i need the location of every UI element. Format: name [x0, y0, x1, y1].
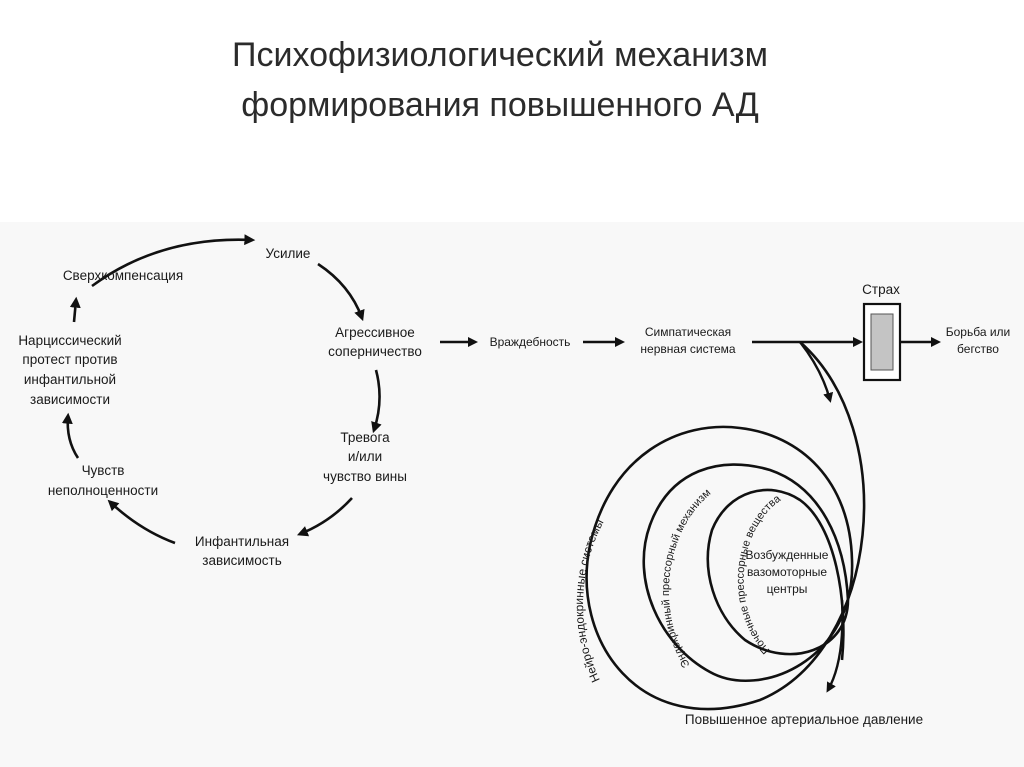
- label-anxiety-1: Тревога: [340, 430, 390, 445]
- label-anxiety-2: и/или: [348, 449, 382, 464]
- label-middle-ring: Эндокринный прессорный механизм: [660, 487, 713, 670]
- title-line-1: Психофизиологический механизм: [232, 36, 768, 74]
- spiral-middle-ring: [642, 463, 854, 682]
- label-narcissistic-3: инфантильной: [24, 372, 116, 387]
- arrow-to-result: [826, 599, 844, 693]
- arc-to-infantile: [296, 497, 353, 537]
- label-infantile-1: Инфантильная: [195, 534, 289, 549]
- label-overcompensation: Сверхкомпенсация: [63, 268, 183, 283]
- arc-to-aggressive: [317, 262, 365, 322]
- label-hostility: Враждебность: [490, 335, 571, 349]
- label-narcissistic-4: зависимости: [30, 392, 110, 407]
- arc-to-effort: [91, 234, 256, 288]
- spiral-outer-ring: [585, 341, 866, 711]
- label-narcissistic-1: Нарциссический: [18, 333, 121, 348]
- label-fight-2: бегство: [957, 342, 999, 356]
- label-aggressive-1: Агрессивное: [335, 325, 415, 340]
- diagram-panel: Усилие Агрессивное соперничество Тревога…: [0, 222, 1024, 767]
- label-inferiority-2: неполноценности: [48, 483, 158, 498]
- label-sympathetic-2: нервная система: [640, 342, 735, 356]
- arc-to-narcissistic: [61, 412, 80, 459]
- label-effort: Усилие: [266, 246, 311, 261]
- label-aggressive-2: соперничество: [328, 344, 422, 359]
- diagram-canvas: Усилие Агрессивное соперничество Тревога…: [18, 234, 1011, 727]
- label-infantile-2: зависимость: [202, 553, 281, 568]
- label-center-3: центры: [767, 582, 808, 596]
- fear-box-inner: [870, 313, 894, 371]
- label-inferiority-1: Чувств: [82, 463, 125, 478]
- arc-to-anxiety: [371, 369, 382, 434]
- label-narcissistic-2: протест против: [22, 352, 117, 367]
- label-center-2: вазомоторные: [747, 565, 827, 579]
- label-fight-1: Борьба или: [946, 325, 1011, 339]
- spiral-inner-ring: [706, 488, 850, 661]
- arc-to-inferiority: [107, 499, 176, 545]
- label-anxiety-3: чувство вины: [323, 469, 407, 484]
- middle-ring-text: Эндокринный прессорный механизм: [660, 487, 713, 670]
- label-center-1: Возбужденные: [746, 548, 829, 562]
- label-result: Повышенное артериальное давление: [685, 712, 923, 727]
- slide-title: Психофизиологический механизм формирован…: [0, 30, 1000, 130]
- title-line-2: формирования повышенного АД: [241, 86, 759, 124]
- label-sympathetic-1: Симпатическая: [645, 325, 731, 339]
- label-fear: Страх: [862, 282, 900, 297]
- arc-to-overcompensation: [69, 296, 81, 323]
